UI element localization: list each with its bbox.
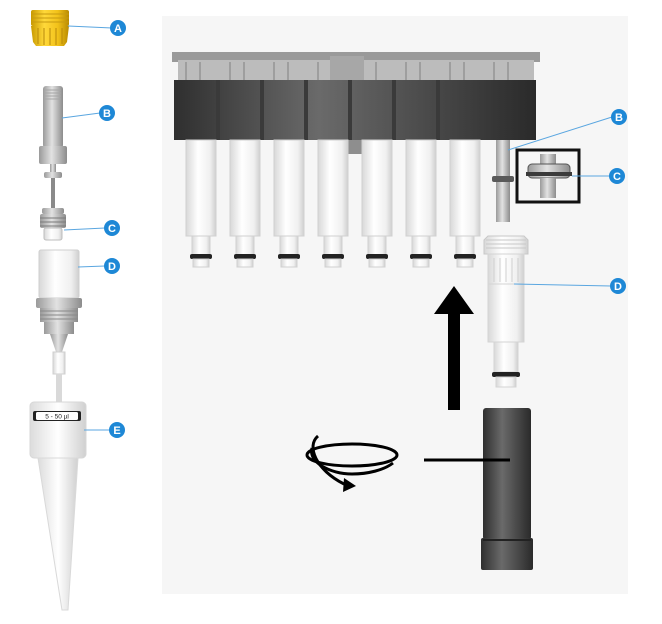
callout-b-right-label: B — [615, 112, 623, 124]
callout-b-right: B — [507, 109, 627, 151]
callout-b-left: B — [61, 105, 115, 121]
channel-cylinders — [185, 139, 481, 268]
callout-c-left-label: C — [108, 223, 116, 235]
dark-tool — [481, 408, 533, 570]
callout-c-right: C — [572, 168, 625, 184]
arrow-up-icon — [434, 286, 474, 410]
callout-d-left: D — [77, 258, 120, 274]
multichannel-assembly — [172, 52, 581, 570]
yellow-nut-part — [31, 10, 69, 46]
callout-d-right-label: D — [614, 281, 622, 293]
callout-a: A — [67, 20, 126, 36]
seal-part — [40, 208, 66, 241]
callout-d-right: D — [513, 278, 626, 294]
exposed-piston — [492, 140, 514, 222]
rotate-icon — [305, 434, 399, 492]
piston-part — [39, 86, 67, 208]
callout-e-left-label: E — [113, 425, 120, 437]
loose-cylinder — [483, 235, 529, 388]
volume-label: 5 - 50 µl — [45, 414, 69, 421]
callout-c-right-label: C — [613, 171, 621, 183]
callout-a-label: A — [114, 23, 122, 35]
seal-zoom-box — [515, 148, 581, 204]
callout-d-left-label: D — [108, 261, 116, 273]
callout-b-left-label: B — [103, 108, 111, 120]
cylinder-part — [36, 249, 82, 404]
tip-cone-part: 5 - 50 µl — [29, 401, 87, 611]
callout-c-left: C — [63, 220, 120, 236]
callout-e-left: E — [84, 422, 125, 438]
